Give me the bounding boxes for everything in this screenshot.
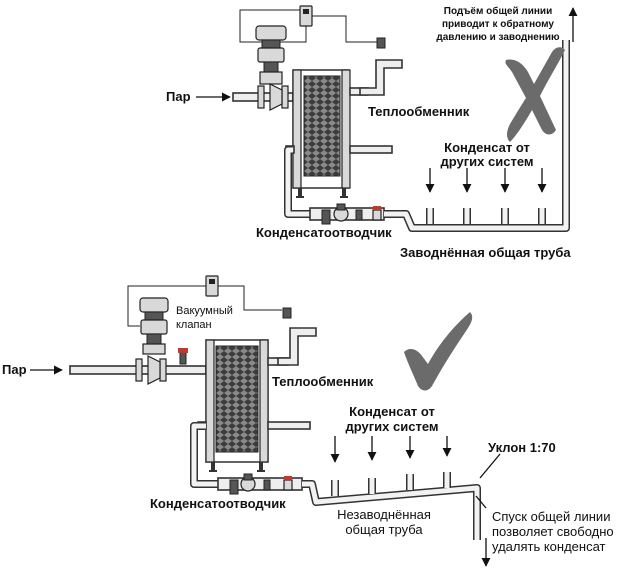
bottom-trap-label: Конденсатоотводчик (150, 496, 286, 511)
top-steam-trap (309, 203, 385, 225)
vacuum-valve-icon (178, 348, 188, 365)
bottom-diagram: Пар Вакуумный клапан Теплообменник Конде… (2, 275, 614, 567)
bottom-branch-stubs (331, 472, 451, 496)
bottom-control-valve (139, 297, 169, 355)
top-heat-exchanger (285, 69, 393, 198)
check-mark-icon (404, 312, 473, 391)
bottom-steam-pipe (69, 355, 207, 385)
top-condensate-other-line1: Конденсат от (444, 140, 530, 155)
vacuum-valve-line2: клапан (176, 319, 212, 331)
bottom-exchanger-label: Теплообменник (272, 374, 374, 389)
unflooded-main-line1: Незаводнённая (337, 507, 431, 522)
top-branch-stubs (426, 208, 546, 224)
top-riser-note-line3: давлению и заводнению (436, 32, 560, 43)
top-secondary-outlet (359, 37, 403, 96)
drop-note-pointer (475, 495, 487, 509)
top-diagram: Пар Теплообменник Конденсат от других си… (166, 5, 578, 260)
drop-note-line2: позволяет свободно (492, 524, 614, 539)
drop-note-line1: Спуск общей линии (492, 509, 610, 524)
bottom-condensate-other-line1: Конденсат от (349, 404, 435, 419)
top-riser-note-line2: приводит к обратному (442, 18, 554, 30)
slope-label: Уклон 1:70 (488, 440, 556, 455)
bottom-condensate-arrows (330, 436, 452, 463)
vacuum-valve-line1: Вакуумный (176, 305, 233, 317)
top-flooded-main-label: Заводнённая общая труба (400, 245, 571, 260)
bottom-heat-exchanger (197, 339, 311, 472)
slope-pointer (479, 453, 501, 479)
top-condensate-arrows (425, 168, 547, 193)
drop-note-line3: удалять конденсат (492, 539, 606, 554)
top-trap-label: Конденсатоотводчик (256, 225, 392, 240)
unflooded-main-line2: общая труба (345, 522, 423, 537)
top-steam-label: Пар (166, 89, 191, 104)
bottom-steam-label: Пар (2, 362, 27, 377)
bottom-secondary-outlet (277, 307, 317, 366)
cross-mark-icon (505, 47, 565, 142)
bottom-controller (127, 275, 282, 327)
top-exchanger-label: Теплообменник (368, 104, 470, 119)
top-control-valve (255, 25, 287, 85)
bottom-steam-trap (217, 473, 303, 495)
top-riser-note-line1: Подъём общей линии (444, 5, 552, 17)
top-condensate-other-line2: других систем (441, 154, 534, 169)
top-controller (239, 5, 380, 43)
top-steam-pipe (232, 83, 294, 111)
bottom-condensate-other-line2: других систем (346, 419, 439, 434)
